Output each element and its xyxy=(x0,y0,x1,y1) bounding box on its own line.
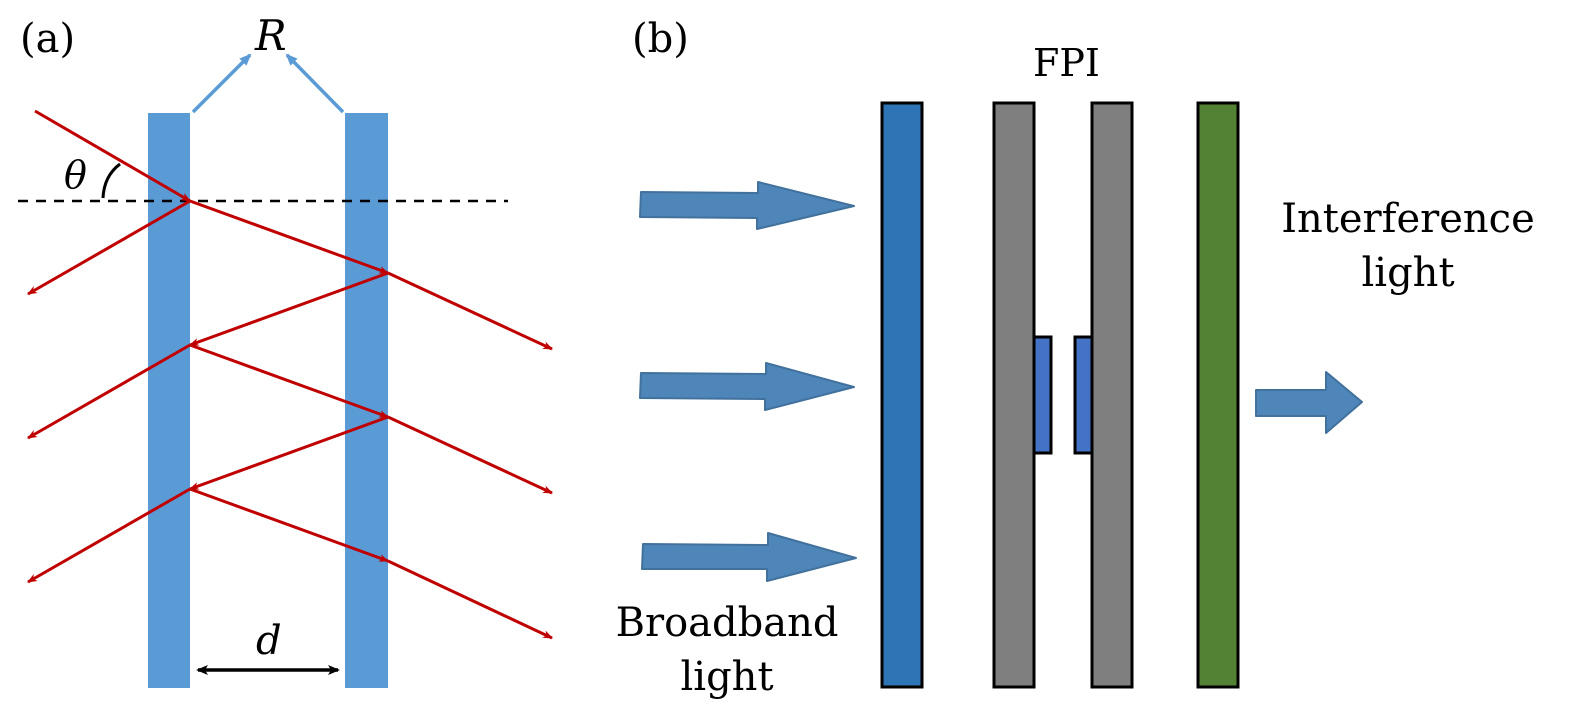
broadband-arrow-1 xyxy=(639,181,855,230)
internal-ray-2 xyxy=(189,271,389,347)
reflected-ray-1 xyxy=(27,199,191,296)
reflectivity-symbol: R xyxy=(254,11,287,60)
detector-bar xyxy=(1196,101,1240,689)
broadband-label-line1: Broadband xyxy=(616,600,839,646)
panel-a-label: (a) xyxy=(20,16,75,62)
fpi-mirror-right xyxy=(1090,101,1134,689)
panel-b-label: (b) xyxy=(632,16,689,62)
broadband-arrow-3 xyxy=(641,532,857,582)
interference-label-line1: Interference xyxy=(1281,196,1535,242)
internal-ray-5 xyxy=(189,487,389,563)
fpi-label: FPI xyxy=(1033,41,1100,85)
transmitted-ray-1 xyxy=(387,271,553,351)
spacing-symbol: d xyxy=(256,618,282,664)
broadband-arrow-2 xyxy=(639,362,855,411)
fpi-mirror-left xyxy=(992,101,1036,689)
broadband-filter-bar xyxy=(880,101,924,689)
left-mirror-plate xyxy=(148,113,190,688)
input-arrows xyxy=(639,181,857,582)
angle-arc xyxy=(101,162,121,199)
light-rays xyxy=(27,109,553,640)
panel-b: (b) FPI Broadband light Interference lig… xyxy=(616,16,1535,700)
incident-ray xyxy=(34,109,191,203)
interference-output-arrow xyxy=(1255,371,1363,434)
reflectivity-pointer-left xyxy=(191,53,252,114)
internal-ray-4 xyxy=(189,415,389,491)
transmitted-ray-3 xyxy=(387,559,553,640)
transmitted-ray-2 xyxy=(387,415,553,495)
reflected-ray-2 xyxy=(27,343,191,440)
interference-label-line2: light xyxy=(1361,250,1454,296)
internal-ray-1 xyxy=(189,199,389,275)
fpi-coating-right xyxy=(1073,335,1094,455)
broadband-label-line2: light xyxy=(680,654,773,700)
fpi-coating-left xyxy=(1032,335,1053,455)
reflectivity-pointer-right xyxy=(285,53,345,114)
angle-symbol: θ xyxy=(64,153,87,197)
internal-ray-3 xyxy=(189,343,389,419)
right-mirror-plate xyxy=(345,113,388,688)
reflected-ray-3 xyxy=(27,487,191,584)
panel-a: (a) R θ d xyxy=(18,11,553,688)
